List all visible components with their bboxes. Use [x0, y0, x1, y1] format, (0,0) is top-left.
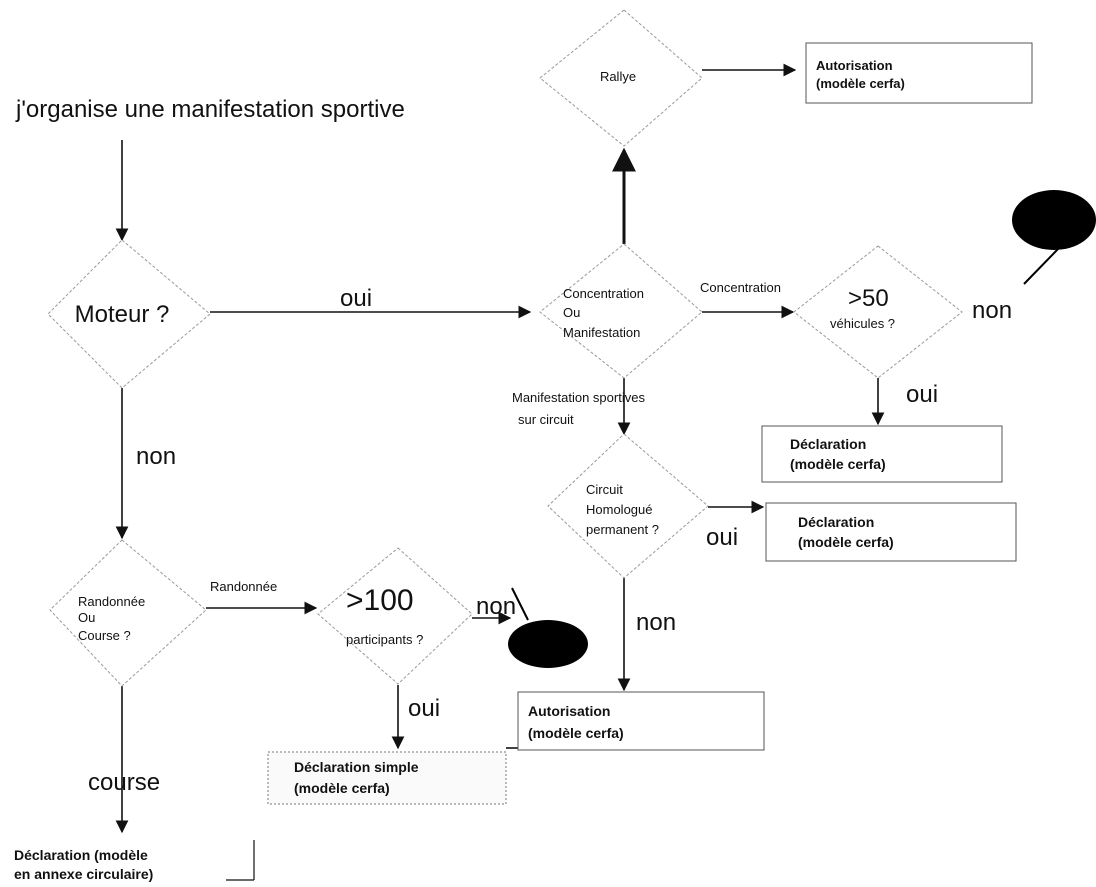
decision-participants-text: participants ? — [346, 632, 423, 647]
decision-participants: >100 participants ? — [317, 547, 473, 685]
label-concentration: Concentration — [700, 280, 781, 295]
decision-moteur-label: Moteur ? — [75, 301, 170, 328]
decision-concentration: Concentration Ou Manifestation — [539, 243, 703, 379]
decision-vehicules-text: véhicules ? — [830, 316, 895, 331]
outcome-autorisation-circuit-line1: Autorisation — [528, 703, 610, 719]
label-oui-moteur: oui — [340, 285, 372, 312]
outcome-declaration-vehicules-line2: (modèle cerfa) — [790, 456, 886, 472]
label-manif-circuit-line2: sur circuit — [518, 412, 574, 427]
outcome-declaration-circuit-line2: (modèle cerfa) — [798, 534, 894, 550]
outcome-declaration-course: Déclaration (modèle en annexe circulaire… — [14, 840, 255, 882]
decision-circuit-line2: Homologué — [586, 502, 653, 517]
outcome-declaration-course-line2: en annexe circulaire) — [14, 866, 153, 882]
outcome-autorisation-rallye-line1: Autorisation — [816, 58, 893, 73]
outcome-declaration-circuit: Déclaration (modèle cerfa) — [765, 502, 1017, 562]
label-course: course — [88, 769, 160, 796]
stop-blob-participants — [508, 587, 588, 668]
outcome-autorisation-rallye: Autorisation (modèle cerfa) — [805, 42, 1033, 104]
decision-concentration-line2: Ou — [563, 305, 580, 320]
outcome-declaration-simple-line2: (modèle cerfa) — [294, 780, 390, 796]
decision-randonnee-line1: Randonnée — [78, 594, 145, 609]
decision-randonnee: Randonnée Ou Course ? — [49, 539, 207, 687]
stop-blob-vehicules — [1012, 190, 1096, 285]
decision-circuit-line3: permanent ? — [586, 522, 659, 537]
decision-moteur: Moteur ? — [47, 239, 211, 389]
flowchart-title: j'organise une manifestation sportive — [15, 96, 405, 123]
label-oui-participants: oui — [408, 695, 440, 722]
label-manif-circuit-line1: Manifestation sportives — [512, 390, 645, 405]
label-non-participants: non — [476, 593, 516, 620]
outcome-declaration-course-line1: Déclaration (modèle — [14, 847, 148, 863]
outcome-declaration-simple-line1: Déclaration simple — [294, 759, 419, 775]
outcome-autorisation-rallye-line2: (modèle cerfa) — [816, 76, 905, 91]
decision-participants-value: >100 — [346, 584, 414, 617]
decision-randonnee-line3: Course ? — [78, 628, 131, 643]
decision-circuit-line1: Circuit — [586, 482, 623, 497]
decision-concentration-line1: Concentration — [563, 286, 644, 301]
decision-rallye: Rallye — [539, 9, 703, 147]
decision-vehicules-value: >50 — [848, 285, 889, 312]
decision-randonnee-line2: Ou — [78, 610, 95, 625]
label-oui-circuit: oui — [706, 524, 738, 551]
decision-vehicules: >50 véhicules ? — [793, 245, 963, 379]
label-non-vehicules: non — [972, 297, 1012, 324]
label-oui-vehicules: oui — [906, 381, 938, 408]
decision-concentration-line3: Manifestation — [563, 325, 640, 340]
label-randonnee: Randonnée — [210, 579, 277, 594]
outcome-declaration-circuit-line1: Déclaration — [798, 514, 874, 530]
decision-circuit: Circuit Homologué permanent ? — [547, 433, 709, 579]
decision-rallye-label: Rallye — [600, 69, 636, 84]
outcome-declaration-vehicules-line1: Déclaration — [790, 436, 866, 452]
label-non-moteur: non — [136, 443, 176, 470]
outcome-declaration-simple: Déclaration simple (modèle cerfa) — [267, 751, 507, 805]
outcome-autorisation-circuit: Autorisation (modèle cerfa) — [517, 691, 765, 751]
outcome-declaration-vehicules: Déclaration (modèle cerfa) — [761, 425, 1003, 483]
label-non-circuit: non — [636, 609, 676, 636]
outcome-autorisation-circuit-line2: (modèle cerfa) — [528, 725, 624, 741]
